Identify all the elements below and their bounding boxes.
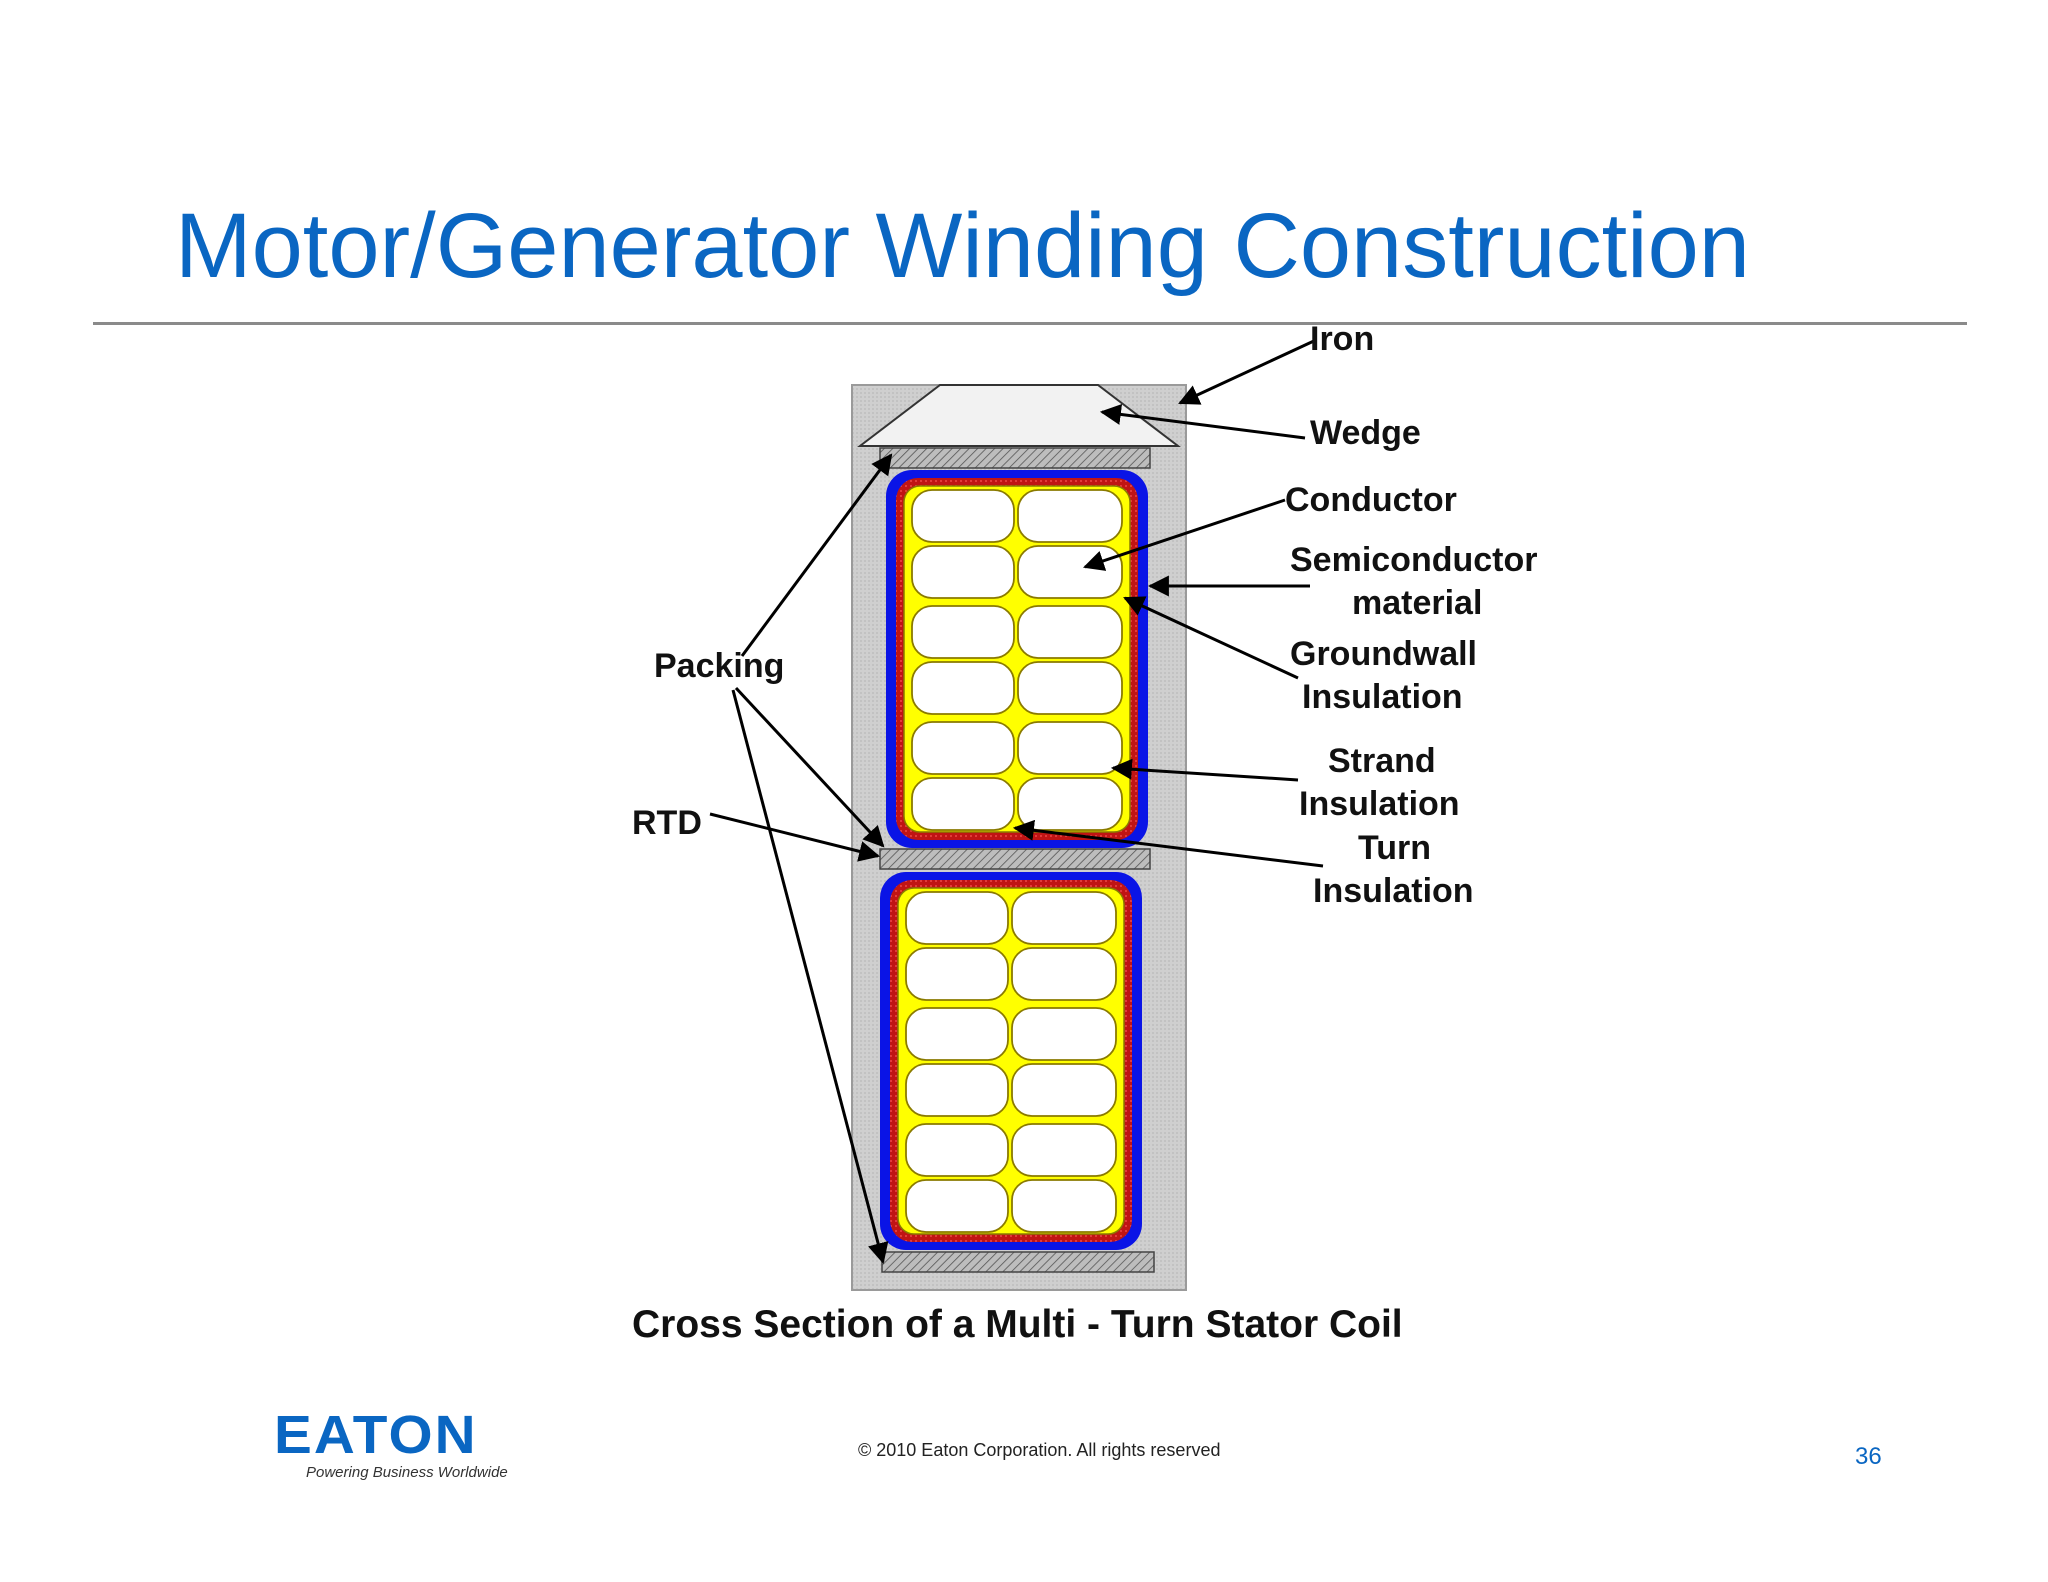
label-groundwall-2: Insulation	[1302, 678, 1463, 716]
strand	[911, 605, 1015, 659]
strand	[1017, 721, 1123, 775]
logo-tagline: Powering Business Worldwide	[306, 1464, 508, 1481]
title-divider	[93, 322, 1967, 325]
strand	[1017, 661, 1123, 715]
strand	[1017, 605, 1123, 659]
packing-bottom	[881, 1251, 1155, 1273]
strand	[911, 661, 1015, 715]
label-strand-2: Insulation	[1299, 785, 1460, 823]
arrow-strand	[1110, 758, 1299, 782]
strand	[1017, 545, 1123, 599]
label-wedge: Wedge	[1310, 414, 1421, 452]
strand	[905, 1063, 1009, 1117]
upper-coil	[886, 470, 1148, 848]
arrow-packing-top	[740, 453, 893, 657]
strand	[1011, 1179, 1117, 1233]
copyright-notice: © 2010 Eaton Corporation. All rights res…	[858, 1440, 1221, 1460]
strand	[1011, 1007, 1117, 1061]
label-semiconductor-2: material	[1352, 584, 1482, 622]
strand	[1011, 1063, 1117, 1117]
strand-group-upper	[911, 489, 1123, 831]
packing-rtd	[879, 848, 1151, 870]
strand-group-lower	[905, 891, 1117, 1233]
strand	[1011, 947, 1117, 1001]
lower-coil	[880, 872, 1142, 1250]
eaton-logo: EATON Powering Business Worldwide	[274, 1408, 508, 1481]
strand	[905, 1007, 1009, 1061]
wedge	[857, 384, 1181, 447]
label-semiconductor-1: Semiconductor	[1290, 541, 1537, 579]
leader-lines	[709, 338, 1324, 1265]
strand	[1011, 891, 1117, 945]
arrow-wedge	[1099, 403, 1306, 440]
label-iron: Iron	[1310, 320, 1374, 358]
label-groundwall-1: Groundwall	[1290, 635, 1477, 673]
strand	[911, 721, 1015, 775]
diagram-caption: Cross Section of a Multi - Turn Stator C…	[632, 1303, 1403, 1346]
page-number: 36	[1855, 1443, 1882, 1470]
strand	[1011, 1123, 1117, 1177]
strand	[1017, 777, 1123, 831]
strand	[1017, 489, 1123, 543]
label-packing: Packing	[654, 647, 784, 685]
packing-top	[879, 447, 1151, 469]
arrow-rtd	[709, 812, 881, 862]
label-strand-1: Strand	[1328, 742, 1436, 780]
strand	[911, 777, 1015, 831]
arrow-turn	[1012, 819, 1324, 868]
strand	[905, 1179, 1009, 1233]
label-turn-2: Insulation	[1313, 872, 1474, 910]
strand	[911, 489, 1015, 543]
arrow-conductor	[1083, 498, 1286, 571]
strand	[905, 1123, 1009, 1177]
arrow-groundwall	[1123, 596, 1299, 680]
arrow-iron	[1178, 338, 1317, 405]
label-turn-1: Turn	[1358, 829, 1431, 867]
logo-wordmark: EATON	[274, 1405, 478, 1465]
label-rtd: RTD	[632, 804, 702, 842]
strand	[911, 545, 1015, 599]
arrow-packing-middle	[734, 686, 885, 848]
arrow-packing-bottom	[731, 689, 889, 1265]
slide-title: Motor/Generator Winding Construction	[175, 195, 1750, 297]
label-conductor: Conductor	[1285, 481, 1457, 519]
strand	[905, 947, 1009, 1001]
strand	[905, 891, 1009, 945]
